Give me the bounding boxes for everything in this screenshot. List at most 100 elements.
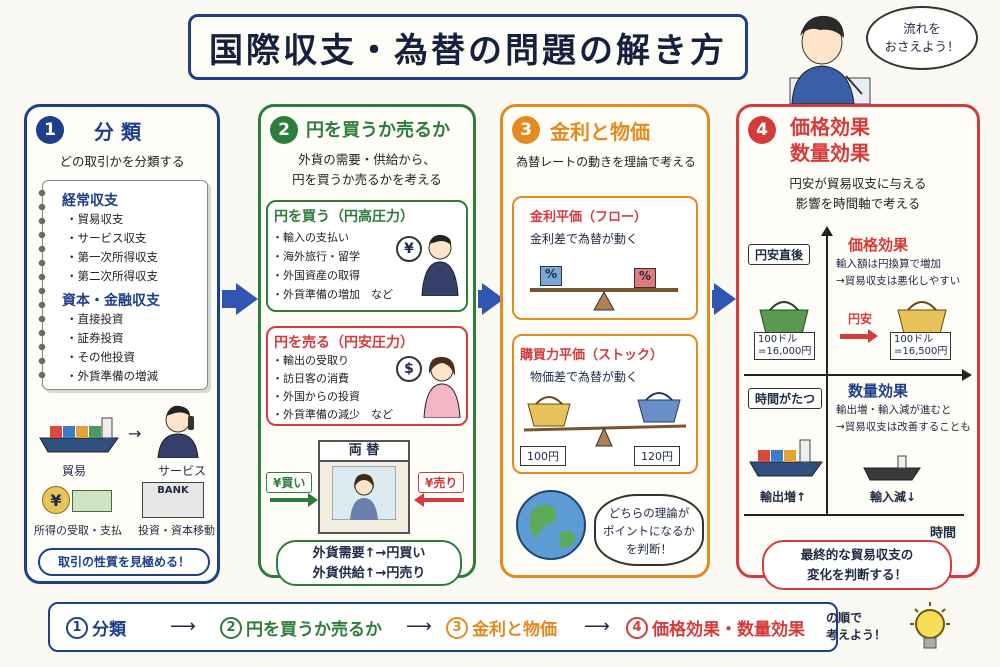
time-axis	[744, 514, 964, 516]
step-label: 金利と物価	[472, 620, 557, 640]
woman-holding-dollar-icon	[423, 356, 461, 418]
list-item: ・直接投資	[66, 312, 124, 326]
panel3-heading: 金利と物価	[550, 120, 650, 144]
panel2-subtitle: 外貨の需要・供給から、 円を買うか売るかを考える	[292, 152, 442, 187]
panel4-subtitle: 円安が貿易収支に与える 影響を時間軸で考える	[789, 176, 927, 211]
tag-over-time: 時間がたつ	[748, 388, 823, 409]
panel4-number: 4	[748, 116, 776, 144]
panel3-speech: どちらの理論が ポイントになるか を判断！	[594, 494, 704, 566]
notebook-spiral	[36, 186, 48, 386]
bottom-step-1: 1 分類	[66, 615, 126, 640]
buy-yen-list: ・輸入の支払い ・海外旅行・留学 ・外国資産の取得 ・外貨準備の増加 など	[272, 228, 393, 304]
exchange-sign: 両 替	[318, 440, 410, 462]
banknotes-icon	[72, 490, 112, 512]
sell-yen-tag: ¥売り	[418, 472, 465, 493]
time-label: 時間	[930, 526, 957, 541]
x-axis	[744, 374, 964, 376]
step-number: 3	[446, 616, 468, 639]
bottom-step-3: 3 金利と物価	[446, 615, 557, 640]
list-item: ・訪日客の消費	[272, 372, 349, 385]
flow-arrow-2	[482, 283, 504, 315]
panel4-bubble: 最終的な貿易収支の 変化を判断する！	[762, 540, 952, 590]
basket-left-price: 100ドル =16,000円	[754, 332, 816, 360]
arrow-icon: →	[128, 424, 142, 443]
capital-account-title: 資本・金融収支	[62, 293, 160, 309]
yen-weak-label: 円安	[848, 312, 873, 326]
list-item: ・サービス収支	[66, 231, 147, 245]
panel3-number: 3	[512, 116, 540, 144]
list-item: ・外貨準備の増減	[66, 369, 158, 383]
step-label: 分類	[92, 620, 126, 640]
step-label: 円を買うか売るか	[246, 620, 382, 640]
man-holding-yen-icon	[421, 234, 459, 296]
sell-yen-list: ・輸出の受取り ・訪日客の消費 ・外国からの投資 ・外貨準備の減少 など	[272, 352, 393, 424]
import-ship-icon	[863, 455, 921, 481]
step-number: 4	[626, 616, 648, 639]
businessman-phone-icon	[157, 405, 199, 458]
yen-sign-icon: ¥	[396, 236, 422, 262]
clerk-icon	[332, 466, 396, 520]
dollar-sign-icon: $	[396, 356, 422, 382]
ppp-title: 購買力平価（ストック）	[520, 348, 664, 363]
interest-parity-subtitle: 金利差で為替が動く	[530, 232, 639, 246]
panel1-heading: 分 類	[94, 120, 141, 144]
student-illustration	[789, 15, 871, 105]
basket-scale-icon	[523, 392, 687, 447]
icon-label-trade: 貿易	[62, 464, 87, 478]
price-effect-text: 輸入額は円換算で増加 →貿易収支は悪化しやすい	[836, 258, 961, 287]
step-label: 価格効果・数量効果	[652, 620, 805, 640]
yen-coin-icon: ¥	[42, 486, 70, 514]
red-arrow	[424, 498, 464, 502]
current-account-title: 経常収支	[62, 193, 118, 209]
list-item: ・その他投資	[66, 350, 135, 364]
basket-green-icon	[759, 301, 809, 335]
basket-right-price: 100ドル =16,500円	[890, 332, 952, 360]
step-number: 1	[66, 616, 88, 639]
step-number: 2	[220, 616, 242, 639]
speech-bubble-top: 流れを おさえよう！	[866, 6, 978, 70]
bottom-tail-text: の順で 考えよう！	[826, 611, 887, 642]
icon-label-investment: 投資・資本移動	[138, 524, 215, 537]
basket-yellow-icon	[897, 301, 947, 335]
yen-weak-arrow-head	[868, 329, 878, 343]
summary-line: 外貨供給↑→円売り	[312, 566, 426, 581]
price-left-label: 100円	[520, 446, 566, 466]
panel1-subtitle: どの取引かを分類する	[59, 154, 185, 169]
panel2-summary: 外貨需要↑→円買い 外貨供給↑→円売り	[276, 540, 462, 586]
yen-weak-arrow	[840, 334, 870, 339]
flow-arrow-3	[714, 283, 736, 315]
bottom-arrow-3: ⟶	[584, 616, 610, 637]
list-item: ・輸出の受取り	[272, 354, 349, 367]
ppp-subtitle: 物価差で為替が動く	[530, 370, 639, 384]
current-account-list: ・貿易収支 ・サービス収支 ・第一次所得収支 ・第二次所得収支	[66, 210, 158, 286]
notebook	[42, 180, 208, 390]
panel2-heading: 円を買うか売るか	[306, 120, 450, 141]
quantity-effect-text: 輸出増・輸入減が進むと →貿易収支は改善することも	[836, 404, 971, 433]
icon-label-income: 所得の受取・支払	[34, 524, 122, 537]
list-item: ・外貨準備の増加 など	[272, 288, 393, 301]
panel2-number: 2	[270, 116, 298, 144]
export-ship-icon	[749, 439, 823, 477]
interest-parity-title: 金利平価（フロー）	[530, 210, 648, 225]
x-axis-arrow	[962, 369, 972, 381]
price-effect-title: 価格効果	[848, 236, 909, 254]
list-item: ・外国資産の取得	[272, 269, 360, 282]
bottom-arrow-1: ⟶	[170, 616, 196, 637]
page-title: 国際収支・為替の問題の解き方	[188, 14, 748, 80]
bank-building-icon: BANK	[142, 482, 204, 518]
list-item: ・外国からの投資	[272, 390, 360, 403]
green-arrow	[270, 498, 310, 502]
panel3-subtitle: 為替レートの動きを理論で考える	[516, 155, 696, 169]
quantity-effect-title: 数量効果	[848, 382, 909, 400]
cargo-ship-icon	[39, 417, 119, 453]
list-item: ・海外旅行・留学	[272, 250, 360, 263]
y-axis	[826, 232, 828, 514]
green-arrow-head	[308, 493, 318, 507]
list-item: ・外貨準備の減少 など	[272, 408, 393, 421]
list-item: ・貿易収支	[66, 212, 124, 226]
lightbulb-icon	[910, 602, 950, 649]
list-item: ・第二次所得収支	[66, 269, 158, 283]
y-axis-arrow	[821, 226, 833, 236]
red-arrow-head	[414, 493, 424, 507]
panel1-number: 1	[36, 116, 64, 144]
